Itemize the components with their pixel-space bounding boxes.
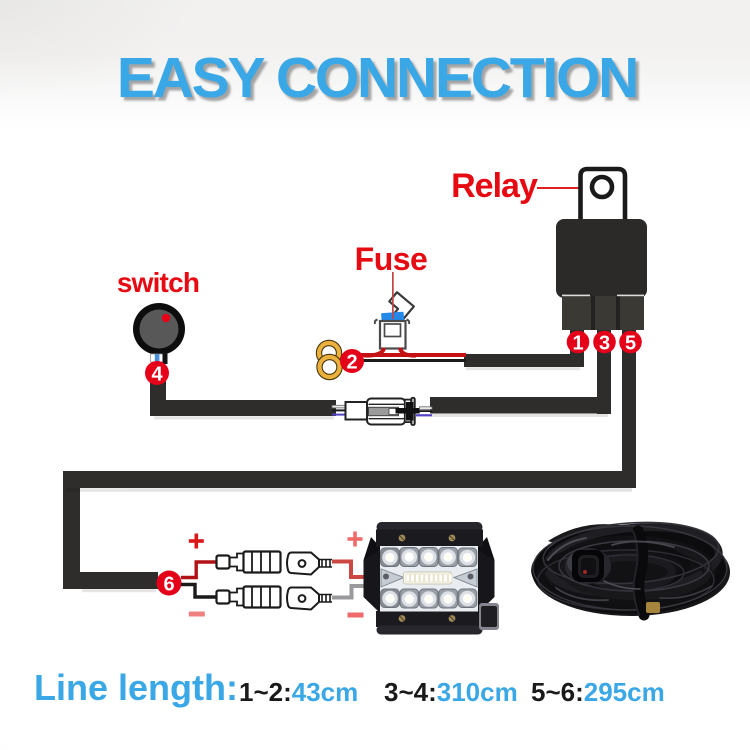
svg-text:6: 6	[163, 574, 174, 596]
svg-text:1~2:43cm: 1~2:43cm	[239, 677, 358, 707]
svg-text:5: 5	[625, 333, 636, 355]
svg-text:3~4:310cm: 3~4:310cm	[384, 677, 518, 707]
svg-text:3: 3	[599, 333, 610, 355]
svg-text:1: 1	[572, 333, 583, 355]
svg-text:5~6:295cm: 5~6:295cm	[531, 677, 665, 707]
svg-text:Line length:: Line length:	[34, 667, 238, 708]
svg-text:EASY CONNECTION: EASY CONNECTION	[117, 46, 637, 110]
svg-text:2: 2	[346, 352, 357, 374]
svg-text:EASY CONNECTION: EASY CONNECTION	[120, 49, 640, 113]
svg-text:switch: switch	[117, 267, 199, 298]
svg-text:Relay: Relay	[451, 167, 538, 205]
svg-text:Fuse: Fuse	[355, 241, 428, 277]
svg-text:4: 4	[151, 364, 163, 386]
